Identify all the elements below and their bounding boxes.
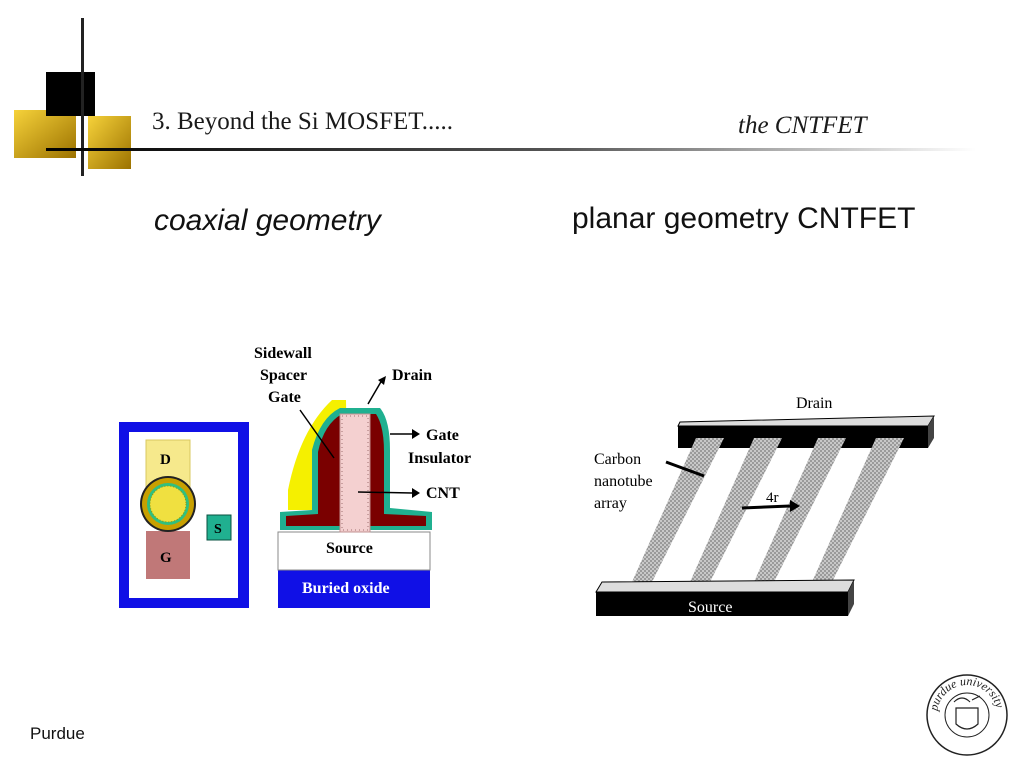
nanotube — [812, 438, 904, 582]
source-label: Source — [326, 540, 373, 557]
drain-bar — [678, 426, 928, 448]
cnt-dots — [341, 415, 369, 531]
nanotube-array — [632, 438, 904, 582]
sidewall-label-1: Sidewall — [254, 345, 312, 362]
cnt-arrowhead — [412, 488, 420, 498]
sidewall-arrow — [299, 409, 335, 459]
source-block — [206, 514, 232, 541]
seal-inner — [944, 692, 990, 738]
cnt-core — [149, 485, 187, 523]
cnt-arrow — [357, 491, 413, 494]
carbon-label-2: nanotube — [594, 473, 653, 490]
drain-arrowhead — [378, 376, 386, 385]
carbon-pointer — [665, 460, 705, 478]
drain-label: Drain — [392, 367, 432, 384]
carbon-label-3: array — [594, 495, 627, 512]
source-bar-side — [848, 580, 854, 616]
cnt-label: CNT — [426, 485, 460, 502]
top-d-label: D — [160, 452, 171, 468]
purdue-seal: purdue university — [926, 674, 1008, 756]
black-square — [46, 72, 95, 116]
spacing-arrow — [741, 504, 791, 510]
gate-insulator-label-1: Gate — [426, 427, 459, 444]
buried-oxide — [278, 570, 430, 608]
drain-arrow — [367, 379, 383, 405]
footer-text: Purdue — [30, 724, 85, 743]
coaxial-top-view: D G S — [119, 422, 249, 608]
slide-title: 3. Beyond the Si MOSFET..... — [152, 108, 453, 135]
drain-bar-top — [677, 415, 935, 427]
header-decoration — [14, 18, 976, 176]
vertical-rule — [81, 18, 84, 176]
planar-source-label: Source — [688, 599, 732, 616]
gold-square-right — [88, 116, 131, 169]
planar-heading: planar geometry CNTFET — [572, 202, 916, 235]
spacing-arrowhead — [790, 500, 800, 512]
sidewall-label-2: Spacer — [260, 367, 307, 384]
nanotube — [690, 438, 782, 582]
coaxial-heading: coaxial geometry — [154, 204, 381, 237]
gate-block — [146, 531, 190, 579]
source-bar — [596, 592, 848, 616]
sidewall-label-3: Gate — [268, 389, 301, 406]
insulator-arrowhead — [412, 429, 420, 439]
nanotube — [754, 438, 846, 582]
top-g-label: G — [160, 550, 172, 566]
seal-outer — [926, 674, 1008, 756]
seal-griffin-icon — [953, 695, 981, 703]
coaxial-cross-section: Sidewall Spacer Gate Drain Gate Insulato… — [254, 345, 471, 608]
spacing-label: 4r — [766, 490, 779, 506]
drain-bar-side — [928, 416, 934, 448]
source-bar-top — [595, 579, 855, 593]
seal-shield-icon — [955, 707, 979, 730]
header-rule — [46, 148, 976, 151]
source-layer — [277, 531, 431, 571]
gate-insulator-label-2: Insulator — [408, 450, 471, 467]
carbon-label-1: Carbon — [594, 451, 641, 468]
cnt-channel — [339, 413, 371, 533]
planar-diagram: Drain Source Carbon nanotube array 4r — [594, 395, 935, 616]
slide-subtitle: the CNTFET — [738, 112, 867, 139]
buried-oxide-label: Buried oxide — [302, 580, 390, 597]
planar-drain-label: Drain — [796, 395, 832, 412]
top-s-label: S — [214, 522, 222, 537]
